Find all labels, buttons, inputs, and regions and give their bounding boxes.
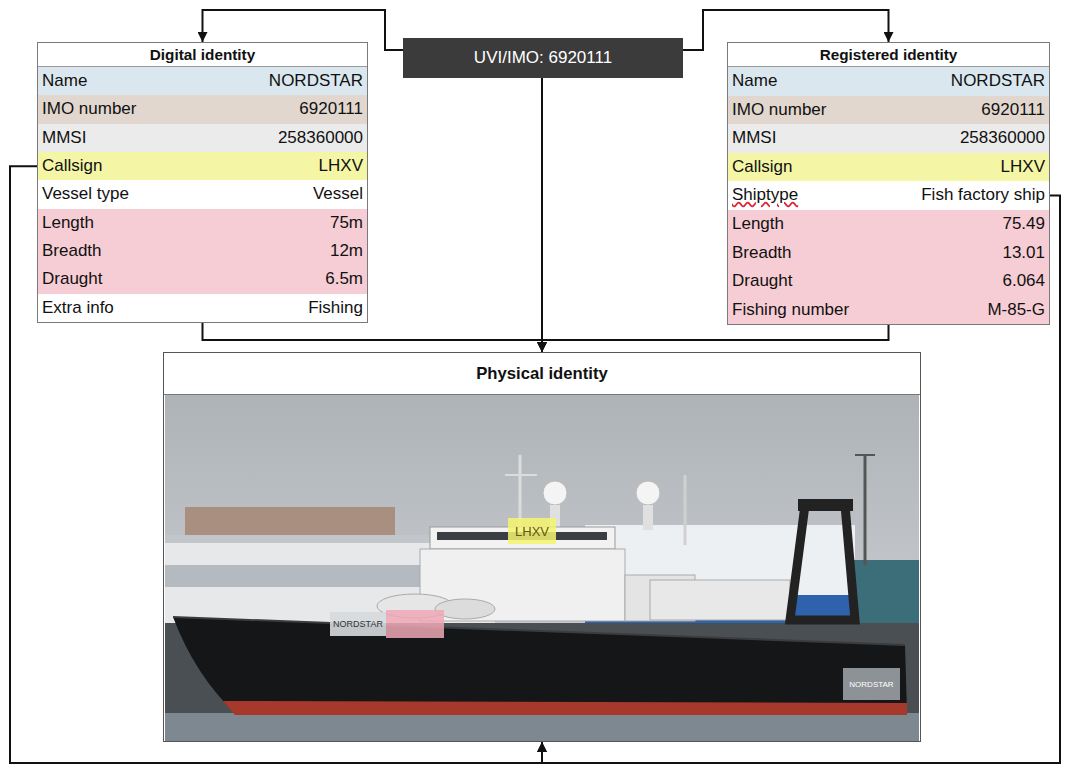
identity-table: Digital identityName NORDSTAR IMO number 69… [37, 42, 368, 323]
highlight-patch [386, 610, 444, 638]
brick-building [185, 507, 395, 537]
bridge [430, 527, 615, 549]
connector-arrow [541, 78, 543, 352]
name-marking: NORDSTAR [843, 668, 900, 700]
identity-table: Registered identityName NORDSTAR IMO numbe… [727, 42, 1050, 325]
radome-post [643, 505, 653, 530]
field-value: Fishing [308, 298, 363, 318]
photo-panel: Physical identity [163, 352, 921, 742]
sky [165, 395, 919, 741]
field-value: M-85-G [987, 300, 1045, 320]
radome-post [550, 505, 560, 530]
connector-arrow [542, 195, 1060, 763]
deck-line [173, 617, 905, 645]
field-value: 6920111 [299, 99, 363, 119]
table-row: Length 75.49 [728, 210, 1049, 239]
connector-arrow [10, 166, 542, 763]
field-name: Length [42, 213, 94, 233]
field-name: Shiptype [732, 185, 798, 205]
table-row: MMSI 258360000 [728, 124, 1049, 153]
field-value: Fish factory ship [921, 185, 1045, 205]
superstructure [420, 549, 625, 621]
aft-mast [684, 475, 687, 545]
table-row: Length 75m [38, 209, 367, 237]
field-name: Extra info [42, 298, 114, 318]
field-value: 6.5m [325, 269, 363, 289]
field-value: NORDSTAR [269, 71, 363, 91]
field-name: Vessel type [42, 184, 129, 204]
table-heading: Physical identity [164, 353, 920, 395]
ship-photo [165, 395, 919, 741]
table-row: Vessel type Vessel [38, 180, 367, 208]
stern-gantry [790, 505, 855, 620]
radome [636, 481, 660, 505]
table-row: MMSI 258360000 [38, 124, 367, 152]
hull [173, 617, 907, 713]
field-value: NORDSTAR [951, 71, 1045, 91]
table-row: Name NORDSTAR [38, 67, 367, 95]
bridge-windows [437, 532, 607, 540]
mast-yard [505, 474, 537, 476]
crane [864, 455, 867, 565]
deck-tank [435, 599, 495, 619]
field-name: Name [732, 71, 777, 91]
table-row: IMO number 6920111 [728, 96, 1049, 125]
table-row: Draught 6.064 [728, 267, 1049, 296]
field-value: 75.49 [1002, 214, 1045, 234]
field-name: MMSI [42, 128, 86, 148]
field-value: 258360000 [960, 128, 1045, 148]
table-row: Shiptype Fish factory ship [728, 181, 1049, 210]
field-name: Length [732, 214, 784, 234]
field-name: MMSI [732, 128, 776, 148]
field-name: Breadth [732, 243, 792, 263]
blue-shed [585, 525, 855, 630]
name-marking: NORDSTAR [330, 612, 386, 636]
stern-housing [650, 580, 790, 620]
table-heading: Digital identity [38, 43, 367, 67]
id-box: UVI/IMO: 6920111 [403, 38, 683, 78]
table-row: Callsign LHXV [728, 153, 1049, 182]
radome [543, 481, 567, 505]
table-row: Fishing number M-85-G [728, 295, 1049, 324]
field-name: Name [42, 71, 87, 91]
callsign-marking: LHXV [508, 518, 556, 544]
field-value: 75m [330, 213, 363, 233]
table-row: Callsign LHXV [38, 152, 367, 180]
field-value: 258360000 [278, 128, 363, 148]
field-name: Breadth [42, 241, 102, 261]
mast [519, 455, 522, 530]
field-value: LHXV [319, 156, 363, 176]
field-value: LHXV [1001, 157, 1045, 177]
table-row: Extra info Fishing [38, 294, 367, 322]
connector-arrow [203, 323, 543, 352]
field-name: IMO number [42, 99, 136, 119]
table-row: Name NORDSTAR [728, 67, 1049, 96]
field-value: Vessel [313, 184, 363, 204]
field-name: IMO number [732, 100, 826, 120]
connector-arrow [542, 325, 889, 352]
table-row: Breadth 12m [38, 237, 367, 265]
table-row: Breadth 13.01 [728, 238, 1049, 267]
field-value: 6.064 [1002, 271, 1045, 291]
table-row: Draught 6.5m [38, 265, 367, 293]
field-value: 6920111 [981, 100, 1045, 120]
field-name: Callsign [42, 156, 102, 176]
boot-topping [223, 701, 907, 715]
field-value: 13.01 [1002, 243, 1045, 263]
table-heading: Registered identity [728, 43, 1049, 67]
field-value: 12m [330, 241, 363, 261]
crane-top [855, 454, 875, 456]
gantry-beam [798, 499, 853, 511]
water [165, 713, 919, 741]
field-name: Draught [732, 271, 792, 291]
id-text: UVI/IMO: 6920111 [474, 48, 612, 68]
field-name: Draught [42, 269, 102, 289]
table-row: IMO number 6920111 [38, 95, 367, 123]
field-name: Callsign [732, 157, 792, 177]
field-name: Fishing number [732, 300, 849, 320]
